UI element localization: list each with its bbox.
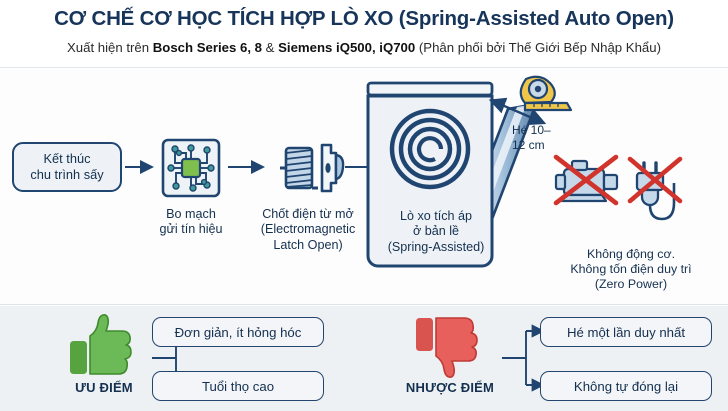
gap-note-label: Hé 10– 12 cm xyxy=(512,123,574,152)
dishwasher-illustration xyxy=(366,75,683,268)
pros-item-2: Tuổi thọ cao xyxy=(152,371,324,401)
thumbs-up-icon xyxy=(70,314,132,375)
solenoid-latch-icon xyxy=(280,143,345,193)
tape-measure-icon xyxy=(519,75,573,112)
zero-power-line1: Không động cơ. xyxy=(586,247,676,261)
thumbs-down-icon xyxy=(416,317,478,378)
latch-line1: Chốt điện từ mở xyxy=(262,207,354,221)
gap-line2: 12 cm xyxy=(512,137,545,152)
flow-step-board-label: Bo mạch gửi tín hiệu xyxy=(145,207,237,238)
spring-line2: ở bản lề xyxy=(412,224,460,239)
circuit-board-icon xyxy=(161,138,221,198)
subtitle-brand-bosch: Bosch Series 6, 8 xyxy=(152,39,262,55)
flow-step-latch-label: Chốt điện từ mở (Electromagnetic Latch O… xyxy=(246,207,370,253)
cycle-end-line2: chu trình sấy xyxy=(30,167,104,182)
mechanism-diagram: Kết thúc chu trình sấy Bo mạch gửi tín h… xyxy=(0,69,728,305)
cons-label: NHƯỢC ĐIỂM xyxy=(405,380,495,395)
zero-power-line2: Không tốn điện duy trì xyxy=(570,262,692,277)
flow-step-cycle-end: Kết thúc chu trình sấy xyxy=(12,142,122,192)
flow-step-spring-label: Lò xo tích áp ở bản lề (Spring-Assisted) xyxy=(374,209,498,255)
cycle-end-line1: Kết thúc xyxy=(43,151,91,167)
motor-crossed-out-icon xyxy=(553,154,619,206)
latch-line2: (Electromagnetic xyxy=(260,222,356,237)
subtitle-suffix: (Phân phối bởi Thế Giới Bếp Nhập Khẩu) xyxy=(415,39,661,55)
pros-label: ƯU ĐIỂM xyxy=(75,380,133,395)
pros-cons-section: ƯU ĐIỂM Đơn giản, ít hỏng hóc Tuổi thọ c… xyxy=(0,306,728,411)
spring-line1: Lò xo tích áp xyxy=(399,209,473,223)
plug-crossed-out-icon xyxy=(627,156,683,221)
page-title: CƠ CHẾ CƠ HỌC TÍCH HỢP LÒ XO (Spring-Ass… xyxy=(54,7,674,30)
subtitle-brand-siemens: Siemens iQ500, iQ700 xyxy=(278,39,416,55)
spring-line3: (Spring-Assisted) xyxy=(387,239,485,254)
infographic-header: CƠ CHẾ CƠ HỌC TÍCH HỢP LÒ XO (Spring-Ass… xyxy=(0,0,728,68)
gap-line1: Hé 10– xyxy=(512,123,551,137)
cons-item-2: Không tự đóng lại xyxy=(540,371,712,401)
cons-item-1: Hé một lần duy nhất xyxy=(540,317,712,347)
board-line1: Bo mạch xyxy=(166,207,216,221)
subtitle-conjunction: & xyxy=(262,39,279,55)
subtitle-prefix: Xuất hiện trên xyxy=(66,39,153,55)
gap-dimension-arrow xyxy=(488,97,547,126)
zero-power-line3: (Zero Power) xyxy=(594,277,668,292)
pros-item-1: Đơn giản, ít hỏng hóc xyxy=(152,317,324,347)
board-line2: gửi tín hiệu xyxy=(159,222,223,237)
zero-power-label: Không động cơ. Không tốn điện duy trì (Z… xyxy=(538,247,724,292)
latch-line3: Latch Open) xyxy=(273,237,343,252)
page-subtitle: Xuất hiện trên Bosch Series 6, 8 & Sieme… xyxy=(0,30,728,54)
coil-spring-icon xyxy=(389,108,471,190)
